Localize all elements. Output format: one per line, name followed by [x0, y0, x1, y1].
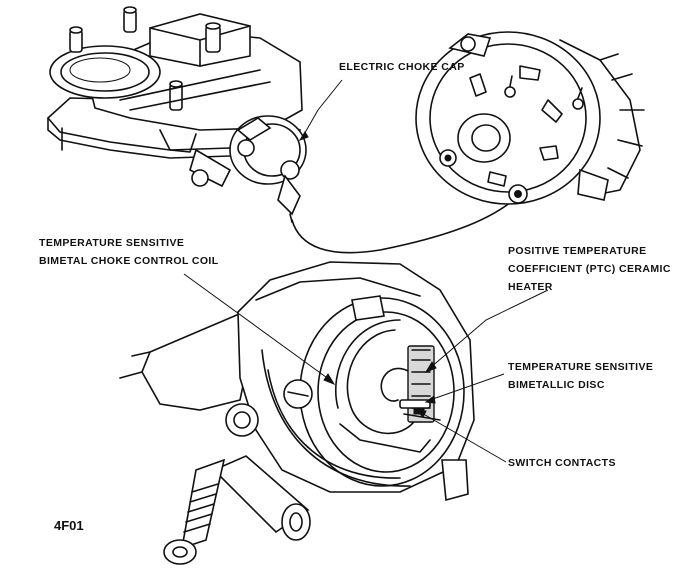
- label-ptc-heater-line1: POSITIVE TEMPERATURE: [508, 245, 647, 257]
- label-bimetal-coil-line1: TEMPERATURE SENSITIVE: [39, 237, 185, 249]
- label-bimetallic-disc-line1: TEMPERATURE SENSITIVE: [508, 361, 654, 373]
- choke-housing-cutaway: [119, 261, 475, 565]
- leader-switch-contacts: [419, 411, 507, 463]
- label-electric-choke-cap: ELECTRIC CHOKE CAP: [339, 61, 465, 73]
- alternator-illustration: [415, 31, 645, 205]
- electric-choke-cap-illustration: [229, 115, 307, 223]
- leader-electric-choke-cap: [301, 79, 343, 139]
- leader-ptc-heater: [429, 289, 549, 369]
- label-bimetallic-disc-line2: BIMETALLIC DISC: [508, 379, 605, 391]
- label-ptc-heater-line3: HEATER: [508, 281, 553, 293]
- leader-lines: [183, 79, 549, 463]
- label-switch-contacts: SWITCH CONTACTS: [508, 457, 616, 469]
- figure-id: 4F01: [54, 518, 84, 533]
- label-ptc-heater-line2: COEFFICIENT (PTC) CERAMIC: [508, 263, 671, 275]
- carburetor-illustration: [46, 6, 303, 188]
- leader-bimetal-coil: [183, 273, 331, 381]
- leader-bimetallic-disc: [429, 373, 505, 401]
- label-bimetal-coil-line2: BIMETAL CHOKE CONTROL COIL: [39, 255, 219, 267]
- heater-wire: [291, 195, 519, 254]
